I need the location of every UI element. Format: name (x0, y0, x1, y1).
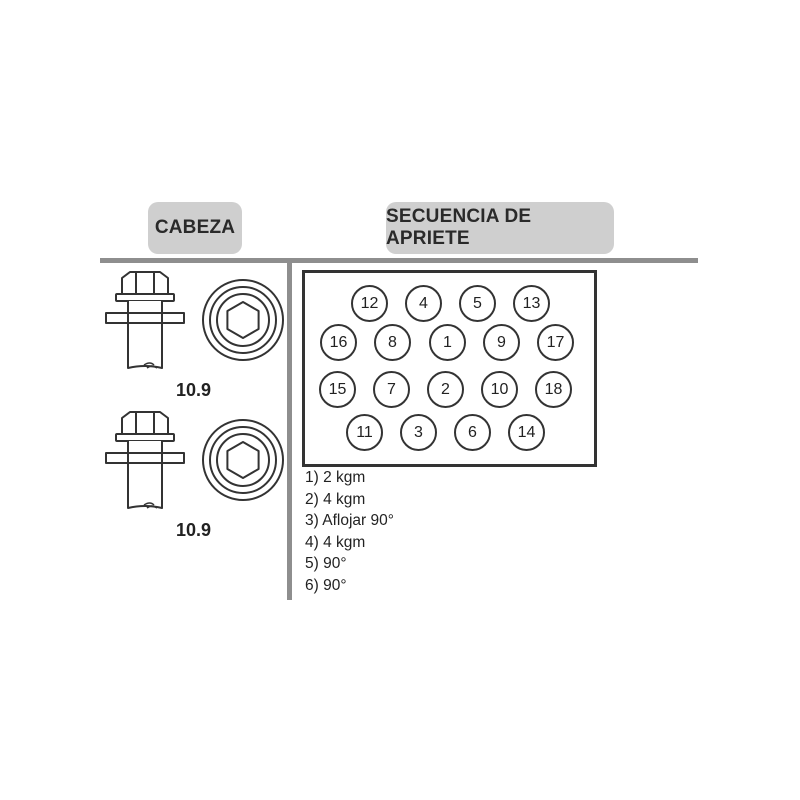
step-item: 4) 4 kgm (305, 533, 366, 551)
tightening-steps-list: 1) 2 kgm 2) 4 kgm 3) Aflojar 90° 4) 4 kg… (305, 467, 394, 597)
horizontal-divider (100, 258, 698, 263)
hex-flange-bolt-side-view-icon (105, 411, 284, 509)
sequence-number: 12 (351, 285, 388, 322)
step-item: 6) 90° (305, 576, 347, 594)
sequence-number: 16 (320, 324, 357, 361)
sequence-number: 9 (483, 324, 520, 361)
sequence-number: 18 (535, 371, 572, 408)
bolt-grade: 10.9 (176, 380, 212, 400)
sequence-header-label: SECUENCIA DE APRIETE (386, 206, 532, 249)
sequence-header: SECUENCIA DE APRIETE (386, 202, 614, 254)
bolt-figure: 10.9 (100, 408, 290, 548)
sequence-number: 14 (508, 414, 545, 451)
sequence-number: 5 (459, 285, 496, 322)
sequence-number: 8 (374, 324, 411, 361)
sequence-number: 13 (513, 285, 550, 322)
sequence-number: 17 (537, 324, 574, 361)
sequence-number: 10 (481, 371, 518, 408)
step-item: 2) 4 kgm (305, 490, 366, 508)
tightening-sequence-grid: 12 4 5 13 16 8 1 9 17 15 7 2 10 18 11 3 … (302, 270, 597, 467)
step-item: 5) 90° (305, 555, 347, 573)
sequence-number: 6 (454, 414, 491, 451)
sequence-number: 11 (346, 414, 383, 451)
bolt-figure: 10.9 (100, 268, 290, 408)
sequence-number: 7 (373, 371, 410, 408)
step-item: 3) Aflojar 90° (305, 512, 394, 530)
bolt-grade: 10.9 (176, 520, 212, 540)
sequence-number: 15 (319, 371, 356, 408)
sequence-number: 2 (427, 371, 464, 408)
vertical-divider (287, 262, 292, 600)
sequence-number: 3 (400, 414, 437, 451)
step-item: 1) 2 kgm (305, 469, 366, 486)
sequence-number: 1 (429, 324, 466, 361)
head-header-label: CABEZA (154, 217, 236, 238)
head-header: CABEZA (148, 202, 242, 254)
sequence-number: 4 (405, 285, 442, 322)
hex-flange-bolt-side-view-icon (105, 271, 284, 369)
